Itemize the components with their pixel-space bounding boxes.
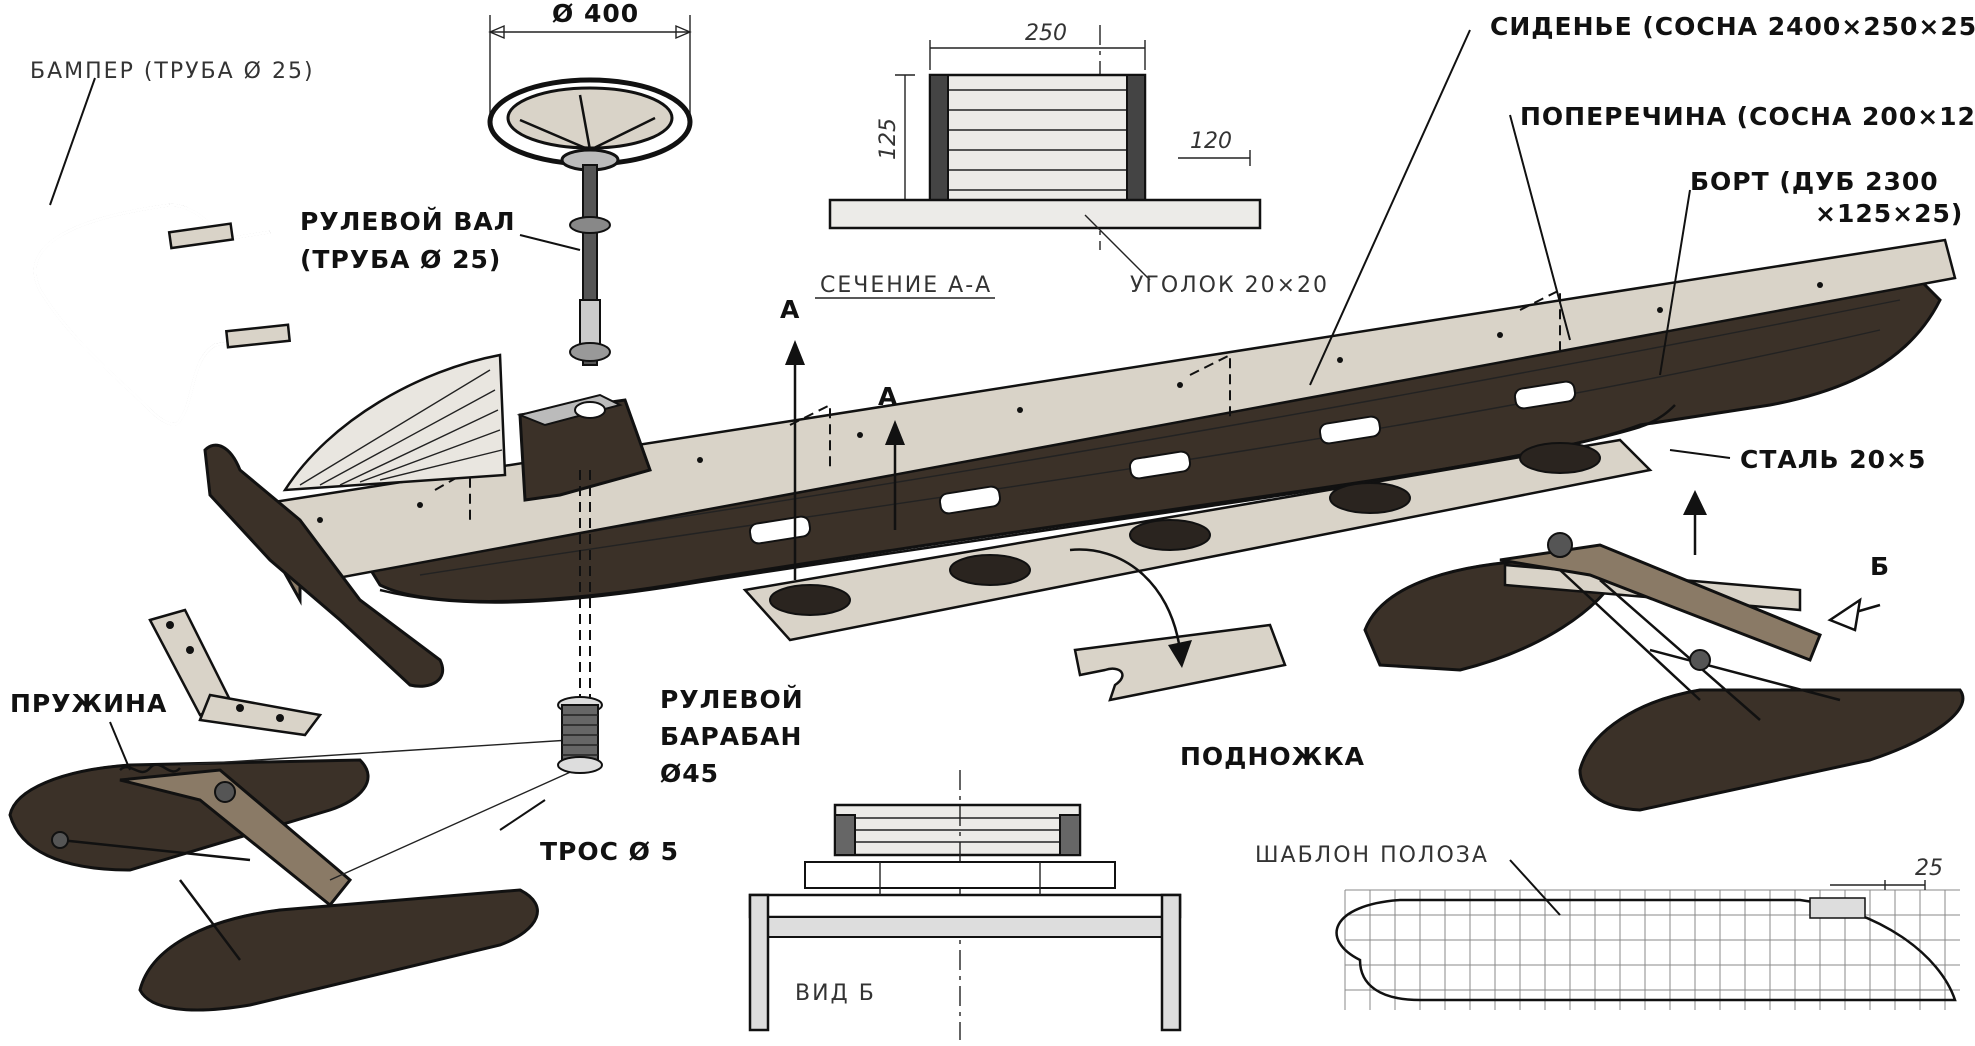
rear-ski-assembly [1363,490,1965,812]
crossbar-label: ПОПЕРЕЧИНА (СОСНА 200×125) [1520,102,1975,131]
steering-wheel [487,15,693,172]
section-name-label: СЕЧЕНИЕ А-А [820,273,992,298]
seat-leader [1309,29,1471,386]
front-runner-fixed [203,443,445,688]
steering-shaft-label-1: РУЛЕВОЙ ВАЛ [300,207,516,236]
spring-leader [109,721,131,771]
section-angle-label: УГОЛОК 20×20 [1130,273,1329,298]
bumper-label: БАМПЕР (ТРУБА Ø 25) [30,59,315,84]
template-cell-dim: 25 [1915,856,1943,881]
section-arrows [785,340,905,580]
view-b-label: ВИД Б [795,981,876,1006]
bumper-part [33,77,292,426]
sled-body [253,238,1957,642]
windshield [282,353,507,492]
steering-column-block [516,393,652,502]
section-height-dim: 125 [876,118,901,160]
drum-label-2: БАРАБАН [660,722,802,751]
steel-leader [1669,449,1731,459]
steering-shaft-hidden [579,470,591,700]
steering-shaft [519,164,611,366]
cable-label: ТРОС Ø 5 [540,837,679,866]
spring-label: ПРУЖИНА [10,689,167,718]
bracket-part [148,608,323,737]
view-b-mark: Б [1870,552,1890,581]
section-width-dim: 250 [1025,21,1067,46]
side-label-2: ×125×25) [1815,199,1963,228]
front-ski-assembly [8,739,576,1012]
side-leader [1659,189,1691,376]
footrest-label: ПОДНОЖКА [1180,742,1365,771]
section-a-a [815,25,1262,299]
drum-label-3: Ø45 [660,759,719,788]
crossbar-leader [1509,114,1571,341]
wheel-diameter-label: Ø 400 [552,0,639,28]
seat-label: СИДЕНЬЕ (СОСНА 2400×250×25) [1490,12,1975,41]
section-flange-dim: 120 [1190,129,1232,154]
cable-leader [499,799,546,831]
steering-shaft-label-2: (ТРУБА Ø 25) [300,245,501,274]
runner-template-label: ШАБЛОН ПОЛОЗА [1255,843,1489,868]
side-label-1: БОРТ (ДУБ 2300 [1690,167,1939,196]
runner-template [1335,859,1960,1010]
section-mark-a-2: А [878,382,898,411]
section-mark-a-1: А [780,295,800,324]
steel-label: СТАЛЬ 20×5 [1740,445,1926,474]
view-b-arrow [1827,597,1881,632]
steering-drum [557,696,603,774]
drum-label-1: РУЛЕВОЙ [660,685,804,714]
view-b-drawing [748,770,1182,1040]
footrest-part [1069,548,1287,702]
